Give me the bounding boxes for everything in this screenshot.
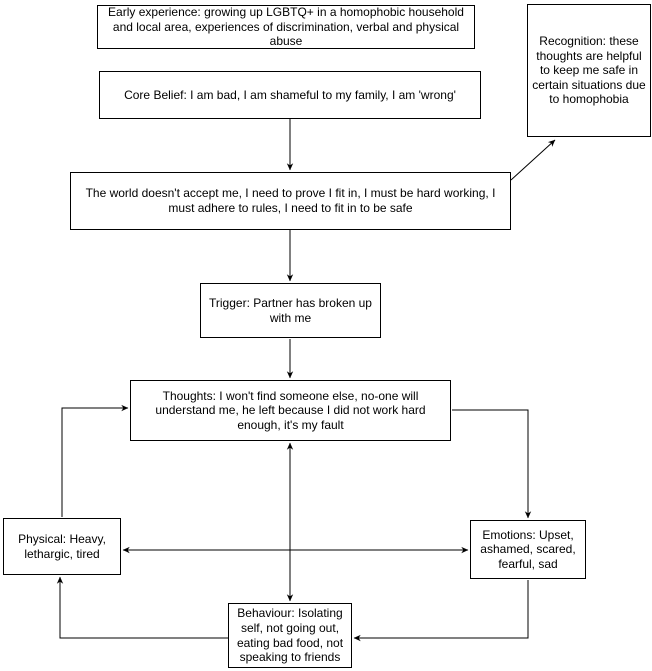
edge-thoughts-to-emotions [452,409,532,519]
node-early-experience: Early experience: growing up LGBTQ+ in a… [97,5,475,49]
node-trigger: Trigger: Partner has broken up with me [200,283,381,338]
node-recognition: Recognition: these thoughts are helpful … [527,4,651,137]
node-rules-assumptions: The world doesn't accept me, I need to p… [70,172,511,230]
edge-emotions-to-behaviour [353,580,529,642]
node-thoughts: Thoughts: I won't find someone else, no-… [130,380,451,441]
node-core-belief: Core Belief: I am bad, I am shameful to … [99,71,481,119]
node-physical: Physical: Heavy, lethargic, tired [3,518,121,575]
edge-physical-to-thoughts [61,404,129,517]
node-behaviour: Behaviour: Isolating self, not going out… [228,603,352,668]
edge-behaviour-to-physical [56,576,228,639]
node-emotions: Emotions: Upset, ashamed, scared, fearfu… [470,520,586,579]
edge-rules-to-recognition [510,139,556,181]
